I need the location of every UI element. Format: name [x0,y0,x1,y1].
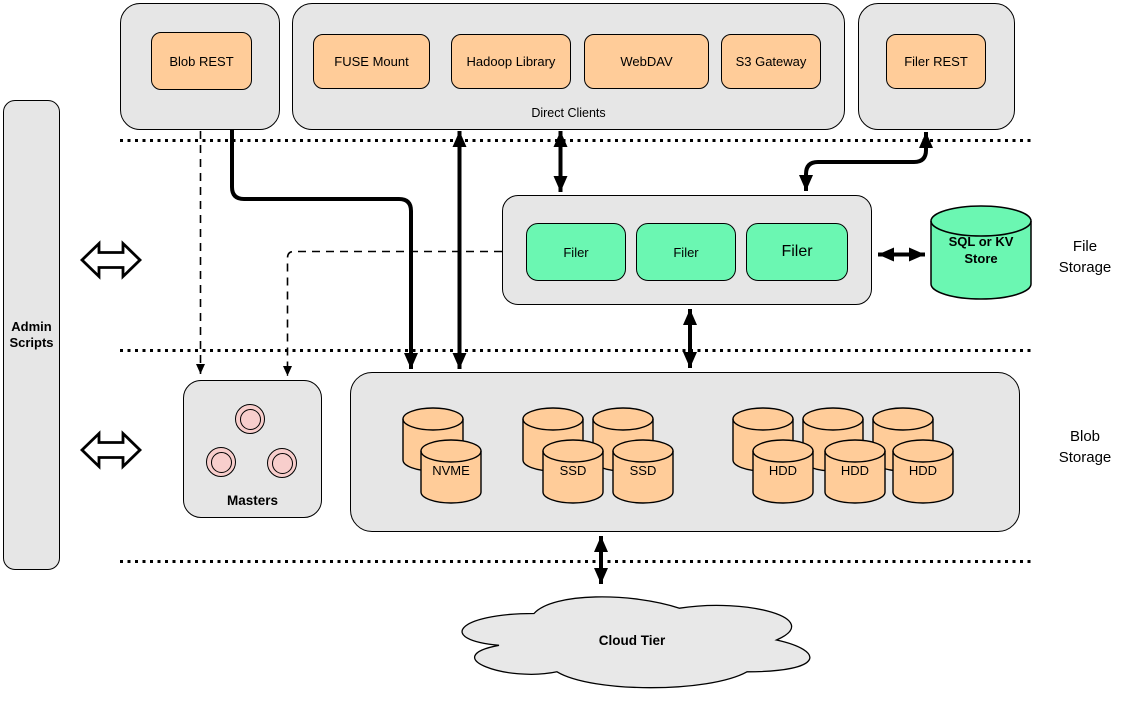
hdd-label: HDD [908,463,938,478]
nvme-label: NVME [432,463,470,478]
hdd-volume-cylinder: HDD [751,438,815,505]
ssd-label: SSD [559,463,587,478]
filer-group: Filer Filer Filer [502,195,872,305]
blob-rest-label: Blob REST [169,53,234,69]
filer-label-3: Filer [781,243,813,260]
filer-label-1: Filer [563,244,589,260]
filer-label-2: Filer [673,244,699,260]
filer-rest-label: Filer REST [904,54,968,69]
master-node-icon [206,447,236,477]
sql-kv-store-cylinder: SQL or KV Store [929,204,1033,301]
sql-kv-store-label: SQL or KV Store [948,234,1014,266]
master-node-icon [267,448,297,478]
admin-scripts-label: Admin Scripts [9,318,54,350]
hdd-volume-cylinder: HDD [891,438,955,505]
webdav-label: WebDAV [620,54,673,69]
hdd-volume-cylinder: HDD [823,438,887,505]
s3-gateway-label: S3 Gateway [735,54,807,69]
webdav-node: WebDAV [584,34,709,89]
direct-clients-caption: Direct Clients [531,106,606,120]
nvme-volume-cylinder: NVME [419,438,483,505]
master-node-icon [235,404,265,434]
ssd-volume-cylinder: SSD [541,438,605,505]
blob-rest-node: Blob REST [151,32,252,90]
s3-gateway-node: S3 Gateway [721,34,821,89]
filer-masters-dashed-arrow [283,250,502,376]
hadoop-library-node: Hadoop Library [451,34,571,89]
cloud-tier-label: Cloud Tier [598,633,666,648]
fuse-mount-node: FUSE Mount [313,34,430,89]
fuse-mount-label: FUSE Mount [334,54,409,69]
ssd-label: SSD [629,463,657,478]
admin-blobstorage-double-arrow-icon [79,430,143,470]
filerrest-filer-arrow [799,132,933,191]
database-cylinder-icon [930,205,1032,300]
filer-rest-group: Filer REST [858,3,1015,130]
admin-filestorage-double-arrow-icon [79,240,143,280]
masters-label: Masters [226,493,279,508]
hdd-label: HDD [840,463,870,478]
file-storage-tier-label: File Storage [1058,238,1112,276]
hadoop-library-label: Hadoop Library [466,54,556,69]
direct-clients-group: FUSE Mount Hadoop Library WebDAV S3 Gate… [292,3,845,130]
masters-group: Masters [183,380,322,518]
cloud-icon [461,596,811,689]
filer-node-3: Filer [746,223,848,281]
admin-scripts-panel: Admin Scripts [3,100,60,570]
blob-storage-group: NVME SSD SSD HDD [350,372,1020,532]
blobrest-blobstorage-arrow [230,130,418,369]
filer-node-1: Filer [526,223,626,281]
blob-rest-group: Blob REST [120,3,280,130]
blob-storage-tier-label: Blob Storage [1058,428,1112,466]
cloud-tier-node: Cloud Tier [437,587,827,697]
ssd-volume-cylinder: SSD [611,438,675,505]
filer-node-2: Filer [636,223,736,281]
hdd-label: HDD [768,463,798,478]
filer-rest-node: Filer REST [886,34,986,89]
